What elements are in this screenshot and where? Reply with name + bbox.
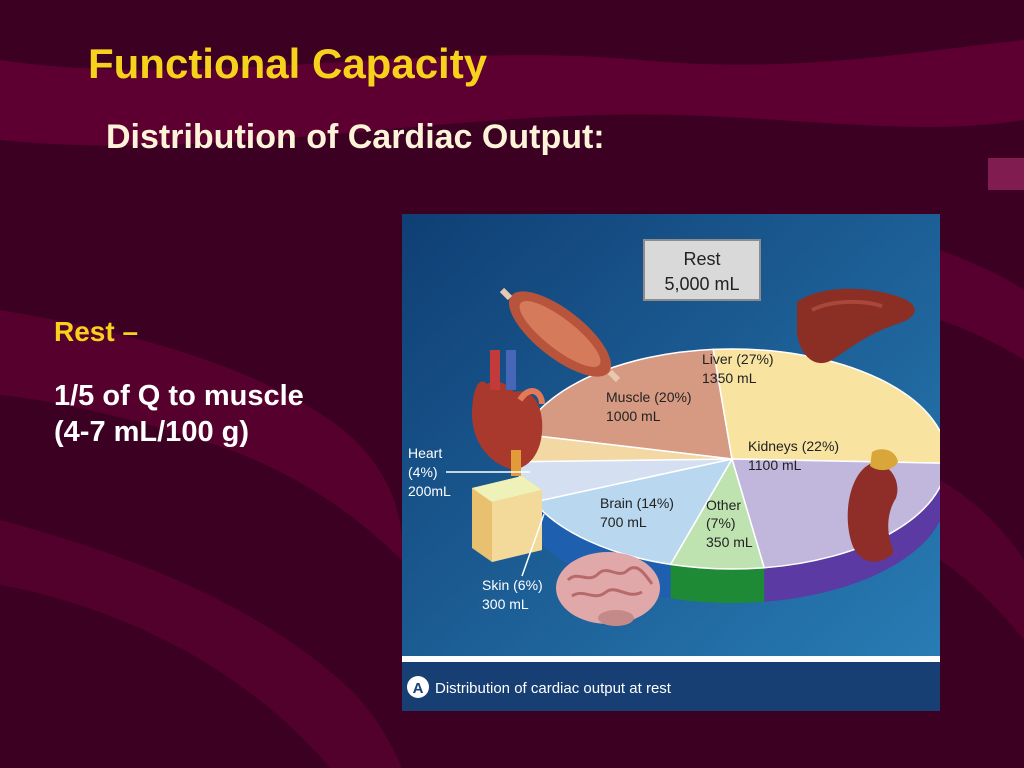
heart-icon: [472, 350, 545, 470]
slice-label-liver-vol: 1350 mL: [702, 370, 757, 386]
slice-label-other-vol: 350 mL: [706, 534, 753, 550]
pie-slice-liver: [712, 348, 940, 464]
slice-label-liver-pct: Liver (27%): [702, 351, 774, 367]
slice-label-kidneys-vol: 1100 mL: [748, 457, 802, 473]
slide-subtitle: Distribution of Cardiac Output:: [106, 118, 605, 156]
total-title: Rest: [683, 249, 720, 269]
slice-label-other: Other (7%) 350 mL: [706, 497, 753, 550]
total-value: 5,000 mL: [664, 274, 739, 294]
brain-icon: [556, 552, 660, 626]
slice-label-other-name: Other: [706, 497, 741, 513]
body-line-2: (4-7 mL/100 g): [54, 416, 249, 448]
slice-label-brain-vol: 700 mL: [600, 514, 647, 530]
slice-label-muscle-vol: 1000 mL: [606, 408, 661, 424]
kidney-icon: [847, 449, 898, 562]
caption-bar: [402, 662, 940, 711]
slice-label-heart-pct: (4%): [408, 464, 438, 480]
slice-label-brain: Brain (14%) 700 mL: [600, 495, 674, 530]
slice-label-other-pct: (7%): [706, 515, 736, 531]
slice-label-liver: Liver (27%) 1350 mL: [702, 351, 774, 386]
rest-label: Rest –: [54, 316, 139, 347]
total-box: Rest 5,000 mL: [643, 239, 761, 301]
slice-label-muscle: Muscle (20%) 1000 mL: [606, 389, 692, 424]
caption-badge: [407, 676, 429, 698]
body-text: 1/5 of Q to muscle (4-7 mL/100 g): [54, 378, 304, 450]
slice-label-skin: Skin (6%) 300 mL: [482, 513, 545, 612]
muscle-icon: [499, 287, 621, 383]
caption-bar-divider: [402, 656, 940, 662]
slice-label-skin-vol: 300 mL: [482, 596, 529, 612]
caption-text: Distribution of cardiac output at rest: [435, 680, 672, 697]
slice-label-heart: Heart (4%) 200mL: [408, 445, 530, 499]
slice-label-brain-pct: Brain (14%): [600, 495, 674, 511]
caption-letter: A: [413, 680, 424, 697]
slice-label-heart-name: Heart: [408, 445, 442, 461]
body-line-1: 1/5 of Q to muscle: [54, 380, 304, 412]
cardiac-output-figure: Rest 5,000 mL: [402, 214, 940, 711]
skin-leader-line: [521, 513, 545, 577]
liver-icon: [797, 288, 915, 364]
slice-label-kidneys-pct: Kidneys (22%): [748, 438, 839, 454]
slice-label-kidneys: Kidneys (22%) 1100 mL: [748, 438, 839, 473]
slice-label-muscle-pct: Muscle (20%): [606, 389, 692, 405]
pie-side-other: [670, 564, 765, 603]
slice-label-skin-pct: Skin (6%): [482, 577, 543, 593]
slide-title: Functional Capacity: [88, 40, 488, 87]
pie-chart: Rest 5,000 mL: [402, 214, 940, 711]
pie-side-kidneys: [764, 486, 940, 602]
skin-icon: [472, 450, 542, 562]
slice-label-heart-vol: 200mL: [408, 483, 451, 499]
